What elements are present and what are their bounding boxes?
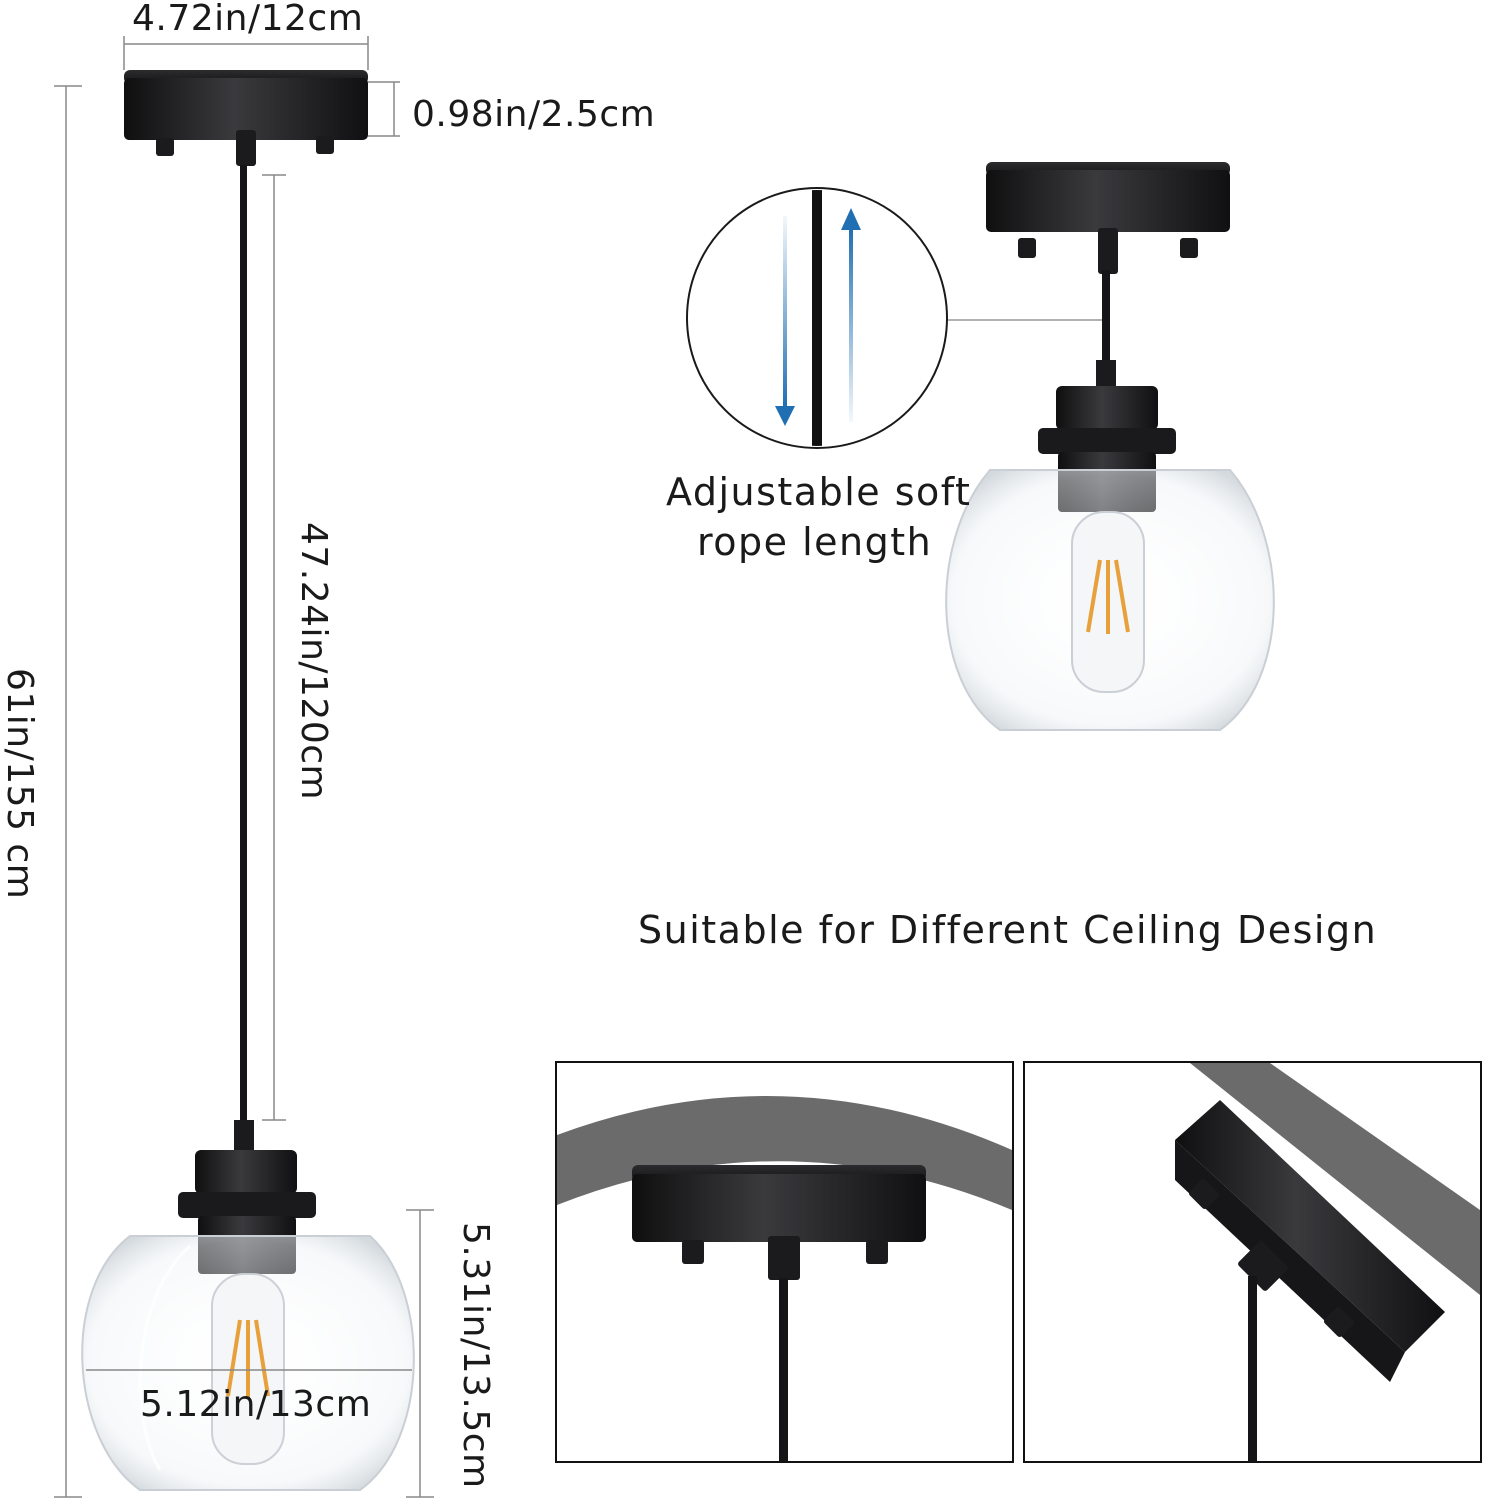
rope-length-label: 47.24in/120cm	[293, 522, 334, 801]
canopy-height-label: 0.98in/2.5cm	[412, 94, 656, 135]
canopy-small	[986, 162, 1230, 274]
edison-bulb	[211, 1273, 285, 1465]
callout-text-line-2: rope length	[697, 520, 933, 564]
shade-height-dimension-line	[406, 1209, 434, 1498]
total-height-dimension-line	[54, 85, 82, 1498]
lamp-socket-small	[1038, 360, 1176, 512]
secondary-pendant-figure	[945, 162, 1275, 731]
canopy	[124, 70, 368, 166]
shade-width-label: 5.12in/13cm	[140, 1384, 372, 1425]
canopy-width-label: 4.72in/12cm	[132, 0, 364, 39]
main-pendant-figure	[54, 36, 434, 1498]
total-height-label: 61in/155 cm	[0, 668, 40, 900]
rope-adjust-callout	[686, 187, 948, 449]
suspension-rope	[240, 165, 247, 1125]
canopy-height-dimension-line	[368, 81, 400, 137]
edison-bulb-small	[1071, 511, 1145, 693]
shade-height-label: 5.31in/13.5cm	[455, 1222, 496, 1489]
short-rope	[1102, 270, 1110, 370]
callout-text-line-1: Adjustable soft	[666, 470, 972, 514]
sloped-ceiling-illustration	[1023, 1061, 1482, 1463]
rope-length-dimension-line	[262, 174, 286, 1121]
canopy-width-dimension-line	[123, 36, 369, 70]
curved-ceiling-illustration	[555, 1061, 1014, 1463]
ceiling-design-caption: Suitable for Different Ceiling Design	[638, 908, 1378, 952]
